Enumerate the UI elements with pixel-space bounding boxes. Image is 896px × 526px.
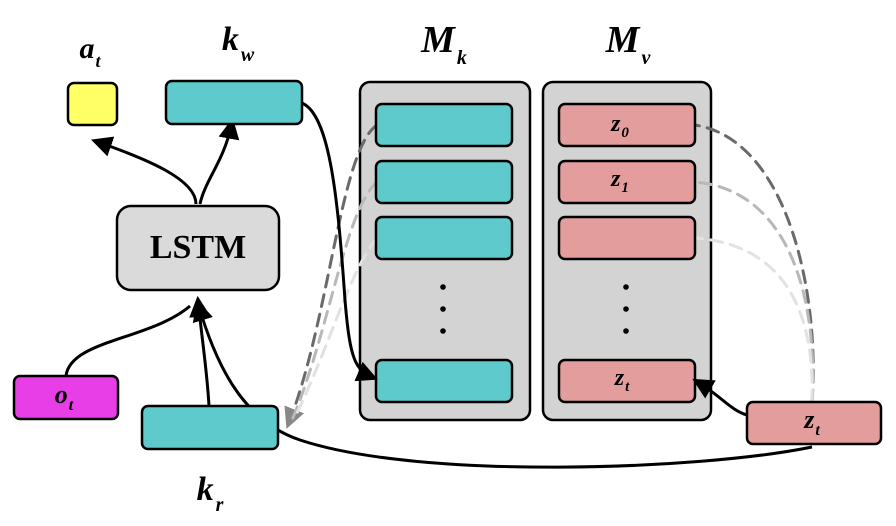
value-slot-t-label: zt [614,365,630,395]
key-slot-1 [374,159,514,205]
value-slot-0 [557,102,697,148]
observation-label: ot [55,380,74,414]
latent-input-box [745,400,883,446]
value-slot-2 [557,215,697,261]
solid-connections [64,101,813,469]
read-key-box [140,404,280,451]
key-slot-t [374,358,514,404]
observation-box [12,374,120,421]
action-output-box [66,81,119,127]
dashed-read-links [284,123,815,429]
write-key-box [164,79,304,126]
lstm-cell [115,204,281,292]
latent-input-label: zt [803,405,820,439]
value-ellipsis [623,284,629,334]
lstm-label: LSTM [150,229,246,266]
key-slot-0 [374,102,514,148]
value-slot-1-label: z1 [610,166,629,196]
key-slot-2 [374,215,514,261]
action-label: at [79,32,101,71]
value-slot-1 [557,159,697,205]
key-ellipsis [440,284,446,334]
value-slot-0-label: z0 [610,111,629,141]
